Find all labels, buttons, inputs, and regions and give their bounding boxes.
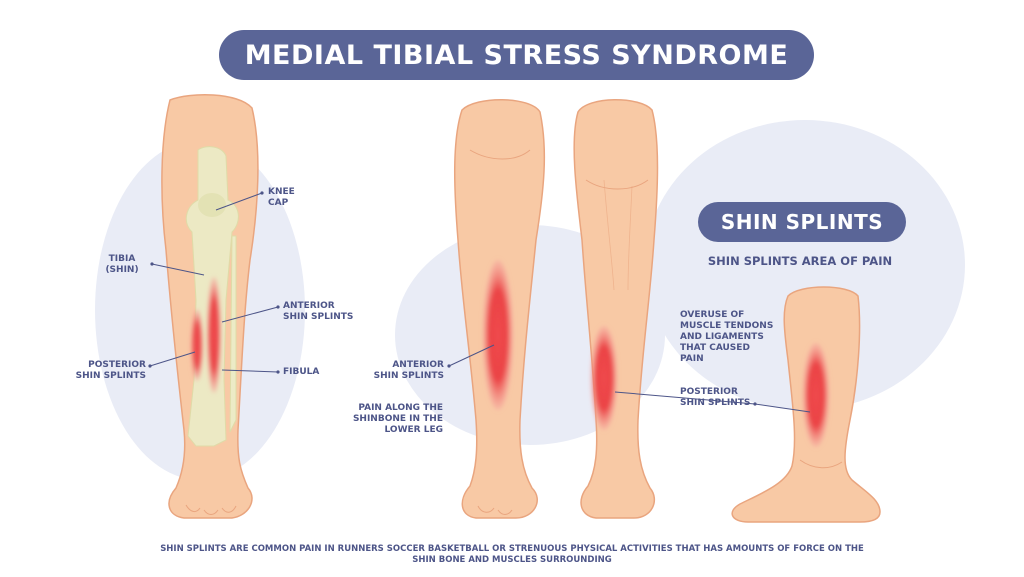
- pain-along-shinbone-label: PAIN ALONG THE SHINBONE IN THE LOWER LEG: [352, 403, 443, 435]
- posterior-pain-area-left: [191, 309, 203, 381]
- tibia-label: TIBIA (SHIN): [105, 254, 139, 275]
- posterior-pain-area-right: [803, 343, 829, 447]
- knee-cap-label: KNEE CAP: [268, 187, 295, 208]
- subtitle-banner: SHIN SPLINTS: [698, 202, 906, 242]
- leader-dots: [148, 191, 757, 406]
- center-left-leg: [454, 99, 546, 519]
- background-blob-right: [645, 120, 965, 410]
- title-banner: MEDIAL TIBIAL STRESS SYNDROME: [219, 30, 814, 80]
- anterior-shin-splints-label-center: ANTERIOR SHIN SPLINTS: [373, 360, 444, 381]
- anterior-pain-area-center: [483, 260, 513, 410]
- posterior-shin-splints-label-left: POSTERIOR SHIN SPLINTS: [75, 360, 146, 381]
- fibula-label: FIBULA: [283, 367, 320, 377]
- anterior-pain-area-left: [207, 277, 221, 393]
- anterior-shin-splints-label-left: ANTERIOR SHIN SPLINTS: [283, 301, 354, 322]
- right-leg: [731, 286, 881, 523]
- left-leg: [161, 94, 259, 519]
- overuse-label: OVERUSE OF MUSCLE TENDONS AND LIGAMENTS …: [680, 310, 774, 364]
- center-right-leg: [573, 99, 659, 519]
- footer-caption: SHIN SPLINTS ARE COMMON PAIN IN RUNNERS …: [160, 544, 864, 565]
- posterior-shin-splints-label-right: POSTERIOR SHIN SPLINTS: [680, 387, 751, 408]
- leader-lines: [149, 192, 811, 413]
- posterior-pain-area-center: [591, 326, 617, 430]
- area-of-pain-label: SHIN SPLINTS AREA OF PAIN: [707, 254, 893, 268]
